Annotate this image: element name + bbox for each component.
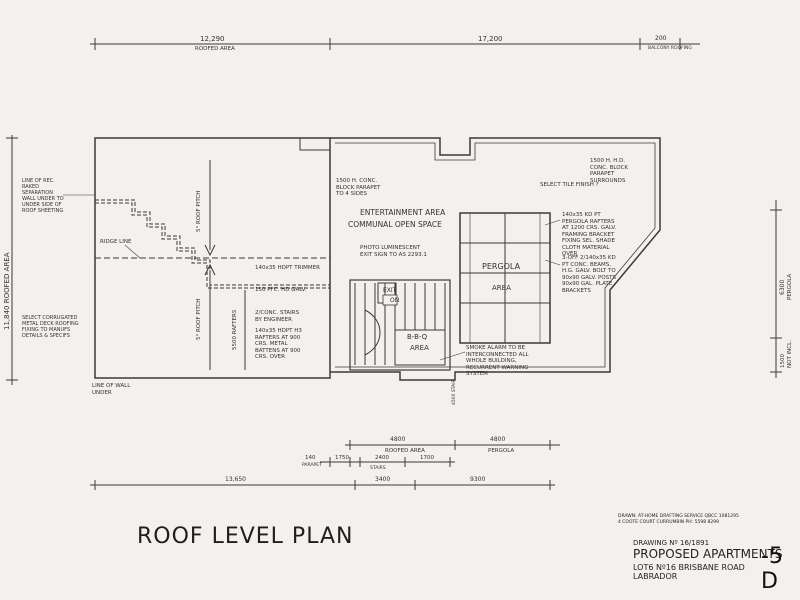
note-photo-lum: PHOTO LUMINESCENT EXIT SIGN TO AS 2293.1 xyxy=(360,245,427,258)
stair-block xyxy=(349,279,451,371)
note-tile-finish: SELECT TILE FINISH ? xyxy=(540,182,599,188)
dim-left-main: 11,840 ROOFED AREA xyxy=(3,252,11,330)
label-bbq-area: AREA xyxy=(410,344,429,352)
communal-area-outline xyxy=(330,137,661,381)
title-block-sheet: -5 D xyxy=(761,544,783,594)
title-block-drawn: DRAWN: AT-HOME DRAFTING SERVICE QBCC 108… xyxy=(618,514,739,519)
roofed-area-outline xyxy=(94,137,331,379)
dim-small-v: 4500 STAIR xyxy=(452,379,457,405)
label-on: ON xyxy=(390,297,400,304)
note-line-of-wall: LINE OF REC. RAKED SEPARATION WALL UNDER… xyxy=(22,178,64,214)
dim-right-lower-sub: NOT INCL. xyxy=(787,340,793,368)
dim-b2-b: 1750 xyxy=(335,455,349,461)
dim-b1-a: 4800 xyxy=(390,436,406,443)
title-block-drawing-number: DRAWING Nº 16/1891 xyxy=(633,539,710,547)
dim-right-upper: 6300 xyxy=(779,279,786,295)
dim-b2-a-sub: PARAPET xyxy=(302,463,322,468)
note-rafters-2: 140x35 HDPT H3 RAFTERS AT 900 CRS. METAL… xyxy=(255,328,302,360)
dim-b3-b: 3400 xyxy=(375,476,391,483)
title-block-suburb: LABRADOR xyxy=(633,572,678,581)
dim-b2-c: 2400 xyxy=(375,455,389,461)
label-pergola-area: AREA xyxy=(492,284,511,292)
dim-b1-b: 4800 xyxy=(490,436,506,443)
note-trimmer: 140x35 HDPT TRIMMER xyxy=(255,265,320,271)
dim-top-mid: 17,200 xyxy=(478,35,503,43)
dim-b2-d-sub: STAIRS xyxy=(370,466,386,471)
note-select-corr: SELECT CORRUGATED METAL DECK ROOFING FIX… xyxy=(22,315,79,339)
note-rafters: 5500 RAFTERS xyxy=(232,309,238,350)
dim-top-right: 200 xyxy=(655,35,667,42)
dim-top-right-sub: BALCONY ROOFING xyxy=(648,46,692,51)
note-galv-150: 150 PFC. HD GALV. xyxy=(255,287,307,293)
dim-b1-a-sub: ROOFED AREA xyxy=(385,448,425,454)
title-block: DRAWN: AT-HOME DRAFTING SERVICE QBCC 108… xyxy=(606,496,800,600)
title-block-address: 4 COOTE COURT CURRUMBIN PH: 5598 8299 xyxy=(618,520,719,525)
dim-b2-a: 140 xyxy=(305,455,316,461)
dim-b2-d: 1700 xyxy=(420,455,434,461)
drawing-title: ROOF LEVEL PLAN xyxy=(137,524,354,549)
separation-wall xyxy=(95,199,330,286)
dim-top-left-sub: ROOFED AREA xyxy=(195,46,235,52)
dim-right-upper-sub: PERGOLA xyxy=(787,273,793,300)
dim-b3-c: 9300 xyxy=(470,476,486,483)
note-wall-under: LINE OF WALL UNDER xyxy=(92,383,131,396)
title-block-project: PROPOSED APARTMENTS xyxy=(633,547,783,561)
note-ridge: RIDGE LINE xyxy=(100,239,132,245)
dim-top-left: 12,290 xyxy=(200,35,225,43)
note-roof-pitch-2: 5° ROOF PITCH xyxy=(196,298,202,340)
label-bbq: B-B-Q xyxy=(407,333,428,341)
note-roof-pitch-1: 5° ROOF PITCH xyxy=(196,190,202,232)
dim-b1-b-sub: PERGOLA xyxy=(488,448,515,454)
note-pergola: 140x35 KD PT PERGOLA RAFTERS AT 1200 CRS… xyxy=(562,212,617,257)
label-pergola: PERGOLA xyxy=(482,262,521,271)
dim-right-lower: 1500 xyxy=(780,354,786,368)
label-communal: COMMUNAL OPEN SPACE xyxy=(348,220,442,229)
note-conc-stairs: 2/CONC. STAIRS BY ENGINEER xyxy=(255,310,300,323)
note-parapet-2: 1500 H. H.D. CONC. BLOCK PARAPET SURROUN… xyxy=(590,158,629,184)
label-exit: EXIT xyxy=(383,287,397,294)
label-entertainment: ENTERTAINMENT AREA xyxy=(360,208,446,217)
title-block-lot: LOT6 Nº16 BRISBANE ROAD xyxy=(633,563,745,572)
note-beams: 3-OFF 2/140x35 KD PT CONC. BEAMS, H.G. G… xyxy=(562,255,617,294)
note-smoke: SMOKE ALARM TO BE INTERCONNECTED ALL WHO… xyxy=(466,345,529,377)
dim-b3-a: 13,650 xyxy=(225,476,246,483)
note-parapet-1: 1500 H. CONC. BLOCK PARAPET TO 4 SIDES xyxy=(336,178,381,197)
